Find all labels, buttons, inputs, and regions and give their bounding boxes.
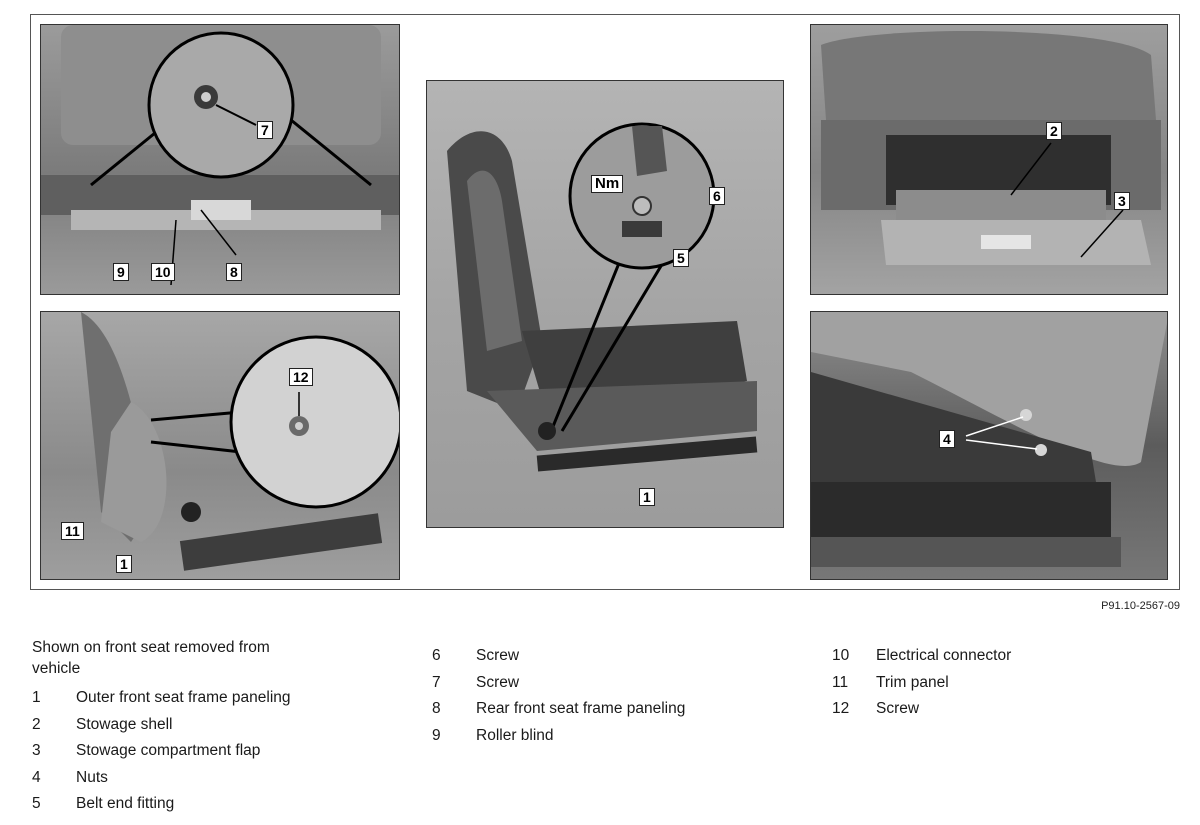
legend-item: 2 Stowage shell: [32, 712, 322, 739]
callout-3: 3: [1114, 192, 1130, 210]
legend-number: 7: [432, 673, 441, 691]
legend-label: Nuts: [76, 768, 108, 786]
legend-item: 3 Stowage compartment flap: [32, 738, 322, 765]
callout-torque-nm: Nm: [591, 175, 624, 193]
callout-2: 2: [1046, 122, 1062, 140]
legend-label: Stowage compartment flap: [76, 742, 261, 759]
legend-item: 11 Trim panel: [832, 670, 1011, 697]
legend-number: 2: [32, 715, 41, 733]
legend-item: 9 Roller blind: [432, 723, 685, 750]
legend-item: 12 Screw: [832, 696, 1011, 723]
legend-label: Rear front seat frame paneling: [476, 700, 686, 717]
seat-side-illustration: [81, 312, 399, 571]
callout-10: 10: [151, 263, 175, 281]
figure-id: P91.10-2567-09: [1101, 600, 1180, 612]
legend-item: 8 Rear front seat frame paneling: [432, 696, 685, 723]
legend-label: Stowage shell: [76, 715, 173, 733]
legend-label: Electrical connector: [876, 647, 1012, 664]
legend-column-3: 10 Electrical connector 11 Trim panel 12 Sc…: [832, 643, 1011, 723]
legend-number: 3: [32, 742, 41, 759]
legend-number: 4: [32, 768, 41, 786]
callout-1: 1: [116, 555, 132, 573]
callout-5: 5: [673, 249, 689, 267]
legend-label: Outer front seat frame paneling: [76, 689, 291, 706]
photo-stowage-compartment: 2 3: [810, 24, 1168, 295]
callout-6: 6: [709, 187, 725, 205]
legend-intro: Shown on front seat removed from vehicle: [32, 639, 270, 677]
callout-8: 8: [226, 263, 242, 281]
legend-number: 1: [32, 689, 41, 706]
stowage-illustration: [821, 31, 1161, 265]
callout-1-center: 1: [639, 488, 655, 506]
legend-number: 5: [32, 795, 41, 812]
legend-number: 9: [432, 726, 441, 744]
legend-number: 8: [432, 700, 441, 717]
legend-number: 10: [832, 647, 850, 664]
front-seat-illustration: [447, 122, 758, 472]
photo-seat-rear: 7 9 10 8: [40, 24, 400, 295]
legend-label: Trim panel: [876, 673, 949, 691]
legend-column-1: Shown on front seat removed from vehicle…: [32, 637, 322, 818]
legend-label: Belt end fitting: [76, 795, 175, 812]
underside-illustration: [811, 312, 1167, 567]
photo-underside-nuts: 4: [810, 311, 1168, 580]
legend-label: Roller blind: [476, 726, 554, 744]
legend-item: 7 Screw: [432, 670, 685, 697]
legend-number: 11: [832, 673, 849, 691]
callout-4: 4: [939, 430, 955, 448]
legend-label: Screw: [876, 700, 920, 717]
legend-item: 1 Outer front seat frame paneling: [32, 685, 322, 712]
photo-seat-side-trim: 12 11 1: [40, 311, 400, 580]
seat-rear-illustration: [41, 25, 399, 286]
legend-number: 6: [432, 647, 441, 664]
legend-item: 6 Screw: [432, 643, 685, 670]
legend-label: Screw: [476, 647, 520, 664]
legend-item: 4 Nuts: [32, 765, 322, 792]
legend-item: 10 Electrical connector: [832, 643, 1011, 670]
legend-item: 5 Belt end fitting: [32, 791, 322, 818]
photo-front-seat: Nm 6 5 1: [426, 80, 784, 528]
callout-7: 7: [257, 121, 273, 139]
legend-number: 12: [832, 700, 850, 717]
callout-12: 12: [289, 368, 313, 386]
callout-9: 9: [113, 263, 129, 281]
legend-label: Screw: [476, 673, 520, 691]
callout-11: 11: [61, 522, 84, 540]
